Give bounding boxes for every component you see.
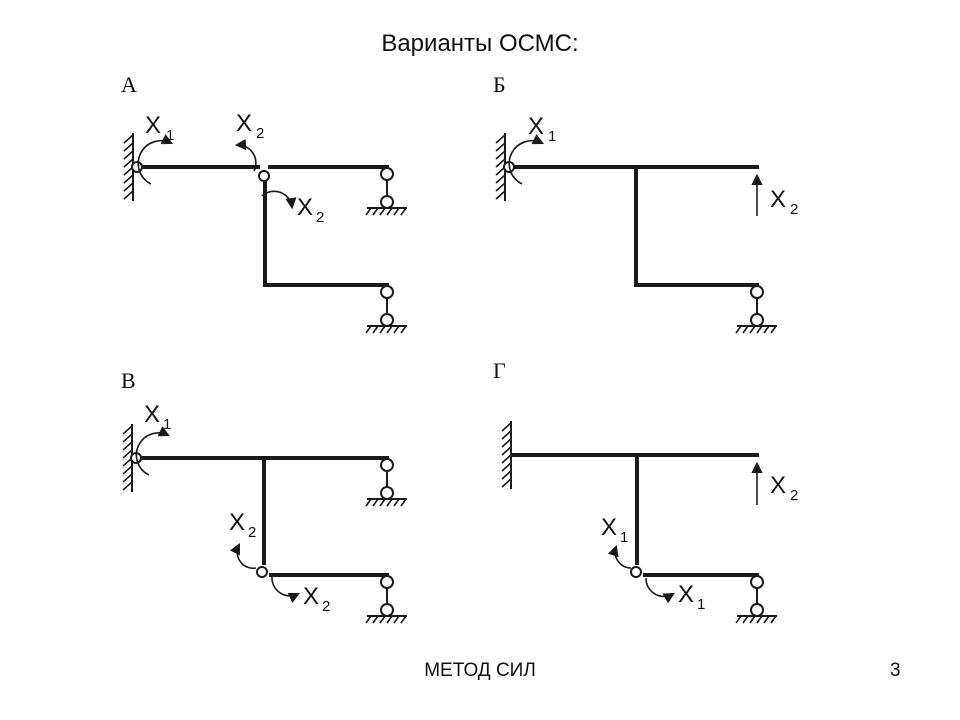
variant-b-scheme: X 1 X 2 — [495, 113, 798, 334]
roller-support — [365, 575, 408, 624]
svg-text:1: 1 — [166, 127, 174, 144]
unknown-x2-label: X — [303, 583, 319, 610]
roller-support — [365, 458, 408, 507]
svg-text:1: 1 — [697, 596, 705, 613]
svg-text:2: 2 — [790, 487, 798, 504]
svg-text:1: 1 — [548, 128, 556, 145]
svg-text:1: 1 — [163, 416, 171, 433]
variant-g-label: Г — [493, 358, 506, 383]
variant-b-label: Б — [493, 72, 506, 97]
variant-a-label: А — [121, 72, 137, 97]
svg-text:1: 1 — [620, 529, 628, 546]
hinge — [630, 566, 642, 578]
svg-text:2: 2 — [248, 524, 256, 541]
fixed-wall-support — [501, 420, 512, 490]
roller-support — [365, 167, 408, 216]
unknown-x2-label: X — [229, 509, 245, 536]
svg-text:2: 2 — [256, 125, 264, 142]
unknown-x2-label: X — [770, 472, 786, 499]
variant-a-scheme: X 1 X 2 X 2 — [123, 110, 408, 334]
unknown-x1-label: X — [601, 514, 617, 541]
unknown-x2-label: X — [236, 110, 252, 137]
footer-title: МЕТОД СИЛ — [424, 660, 536, 681]
svg-text:2: 2 — [322, 598, 330, 615]
hinge — [131, 161, 143, 173]
variant-v-label: В — [121, 368, 136, 393]
unknown-x1-label: X — [144, 401, 160, 428]
page-title: Варианты ОСМС: — [381, 30, 579, 57]
roller-support — [735, 575, 778, 624]
variant-v-scheme: X 1 X 2 X 2 — [122, 401, 408, 624]
hinge — [258, 170, 270, 182]
unknown-x1-label: X — [678, 581, 694, 608]
unknown-x2-label: X — [297, 194, 313, 221]
variant-g-scheme: X 2 X 1 X 1 — [501, 420, 798, 624]
svg-text:2: 2 — [316, 209, 324, 226]
hinge — [256, 566, 268, 578]
unknown-x1-label: X — [145, 112, 161, 139]
svg-text:2: 2 — [790, 201, 798, 218]
roller-support — [735, 285, 778, 334]
unknown-x1-label: X — [528, 113, 544, 140]
roller-support — [365, 285, 408, 334]
page-number: 3 — [890, 660, 901, 681]
unknown-x2-label: X — [770, 186, 786, 213]
